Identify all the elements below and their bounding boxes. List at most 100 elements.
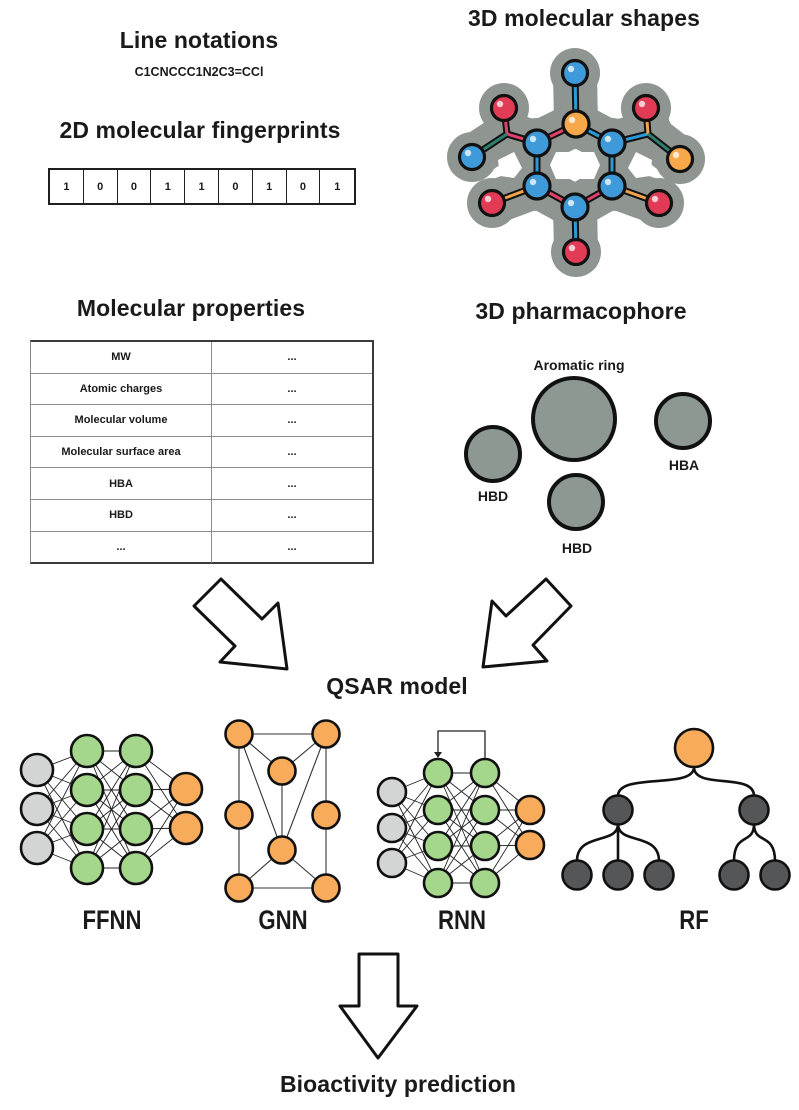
tree-branch — [616, 823, 661, 862]
atom-red — [631, 93, 661, 123]
tree-split-node — [602, 794, 634, 826]
hidden-node — [69, 772, 105, 808]
atom-blue — [522, 128, 552, 158]
halo-hole — [628, 152, 652, 178]
atom-highlight — [568, 116, 576, 124]
line-notations-title: Line notations — [119, 27, 279, 53]
property-row: HBD... — [31, 499, 372, 532]
tree-branch — [752, 823, 777, 862]
connection — [437, 772, 486, 884]
tree-leaf-node — [561, 859, 593, 891]
atom-blue — [597, 171, 627, 201]
property-value: ... — [287, 351, 297, 364]
smiles-string: C1CNCCC1N2C3=CCl — [134, 65, 264, 79]
fingerprint-bit: 0 — [84, 170, 118, 203]
pharmacophore-label-hbd-left: HBD — [477, 488, 509, 504]
model-label-gnn: GNN — [258, 905, 308, 935]
ffnn-diagram — [19, 733, 204, 886]
tree-root-node — [673, 727, 715, 769]
output-node — [168, 771, 204, 807]
connection — [36, 750, 88, 849]
property-row: Molecular surface area... — [31, 436, 372, 469]
output-node — [514, 829, 546, 861]
hidden-node — [469, 830, 501, 862]
connection — [391, 772, 439, 864]
molecular-properties-table: MW...Atomic charges...Molecular volume..… — [30, 340, 374, 564]
property-value: ... — [287, 382, 297, 395]
atom-blue — [560, 58, 590, 88]
flow-arrows — [192, 577, 573, 1060]
graph-edge — [281, 733, 327, 851]
atom-highlight — [529, 178, 537, 186]
input-node — [376, 812, 408, 844]
pharmacophore-label-hbd-bottom: HBD — [561, 540, 593, 556]
hidden-node — [69, 811, 105, 847]
recurrent-loop — [437, 730, 486, 759]
property-name: MW — [31, 342, 212, 373]
graph-node — [224, 873, 254, 903]
tree-leaf-node — [602, 859, 634, 891]
property-row: HBA... — [31, 468, 372, 500]
atom-red — [561, 237, 591, 267]
property-value: ... — [287, 446, 297, 459]
property-row: ...... — [31, 531, 372, 564]
property-value: ... — [287, 477, 297, 490]
input-node — [19, 830, 55, 866]
pharmacophore-aromatic-ring-sphere — [531, 376, 617, 462]
input-node — [376, 847, 408, 879]
tree-branch — [692, 766, 756, 797]
model-label-rnn: RNN — [438, 905, 486, 935]
hidden-node — [118, 772, 154, 808]
property-name: HBD — [31, 499, 212, 531]
hidden-node — [118, 850, 154, 886]
model-label-ffnn: FFNN — [82, 905, 142, 935]
atom-orange — [665, 144, 695, 174]
ring-hole — [550, 152, 600, 179]
fingerprint-bit: 1 — [185, 170, 219, 203]
property-value: ... — [287, 541, 297, 554]
pharmacophore-hba-sphere — [654, 392, 712, 450]
molecular-properties-title: Molecular properties — [76, 295, 306, 321]
atom-blue — [457, 142, 487, 172]
tree-split-node — [738, 794, 770, 826]
property-name: HBA — [31, 468, 212, 499]
pharmacophore-label-aromatic-ring: Aromatic ring — [533, 357, 625, 373]
tree-branch — [616, 766, 696, 797]
tree-leaf-node — [643, 859, 675, 891]
graph-node — [311, 800, 341, 830]
hidden-node — [118, 733, 154, 769]
atom-highlight — [651, 195, 659, 203]
qsar-model-title: QSAR model — [326, 673, 468, 699]
hidden-node — [69, 850, 105, 886]
atom-blue — [597, 128, 627, 158]
output-node — [514, 794, 546, 826]
property-row: Atomic charges... — [31, 373, 372, 406]
fingerprint-bit: 1 — [151, 170, 186, 203]
atom-highlight — [604, 178, 612, 186]
hidden-node — [422, 794, 454, 826]
fingerprint-bit: 0 — [118, 170, 152, 203]
input-node — [19, 752, 55, 788]
property-row: MW... — [31, 342, 372, 374]
graph-edge — [238, 733, 283, 851]
rnn-diagram — [376, 730, 546, 899]
tree-leaf-node — [718, 859, 750, 891]
atom-highlight — [638, 100, 646, 108]
atom-blue — [560, 192, 590, 222]
fingerprint-bit: 0 — [219, 170, 253, 203]
pharmacophore-title: 3D pharmacophore — [475, 298, 687, 324]
atom-highlight — [567, 199, 575, 207]
property-value: ... — [287, 509, 297, 522]
arrow-left-to-qsar-icon — [192, 577, 289, 671]
fingerprint-bit: 1 — [253, 170, 287, 203]
property-name: Atomic charges — [31, 373, 212, 405]
fingerprints-title: 2D molecular fingerprints — [59, 117, 341, 143]
atoms — [457, 58, 695, 267]
graph-node — [224, 719, 254, 749]
property-name: Molecular volume — [31, 405, 212, 436]
property-row: Molecular volume... — [31, 405, 372, 437]
graph-node — [267, 835, 297, 865]
atom-highlight — [464, 149, 472, 157]
molecular-shapes-title: 3D molecular shapes — [467, 5, 701, 31]
